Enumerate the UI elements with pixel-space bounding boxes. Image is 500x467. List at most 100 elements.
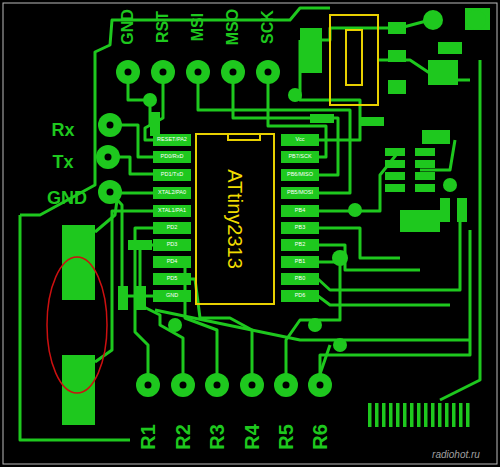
pcb-circle bbox=[186, 60, 210, 84]
pcb-polyline bbox=[95, 8, 330, 110]
pin-name: PD2 bbox=[167, 225, 178, 231]
part-name: R6 bbox=[310, 424, 330, 450]
pcb-circle bbox=[151, 60, 175, 84]
pin-name: PD3 bbox=[167, 242, 178, 248]
pcb-circle bbox=[256, 60, 280, 84]
pcb-rect bbox=[415, 160, 435, 168]
pcb-rect bbox=[385, 148, 405, 156]
pcb-circle bbox=[105, 154, 112, 161]
pcb-rect bbox=[128, 240, 152, 250]
pcb-rect bbox=[385, 160, 405, 168]
pcb-rect bbox=[153, 256, 191, 268]
pcb-circle bbox=[308, 373, 332, 397]
pin-name: Vcc bbox=[295, 137, 304, 143]
through-holes bbox=[96, 60, 332, 397]
chip-name: ATtiny2313 bbox=[225, 169, 245, 269]
pin-name: RESET/PA2 bbox=[157, 137, 187, 143]
pcb-circle bbox=[249, 382, 256, 389]
pcb-rect bbox=[330, 15, 378, 105]
pin-name: PB2 bbox=[295, 242, 305, 248]
pcb-circle bbox=[205, 373, 229, 397]
part-name: R3 bbox=[207, 424, 227, 450]
pcb-rect bbox=[422, 130, 450, 144]
pcb-circle bbox=[308, 318, 322, 332]
pcb-circle bbox=[107, 189, 114, 196]
pcb-rect bbox=[438, 42, 462, 54]
pcb-polyline bbox=[318, 150, 400, 211]
pcb-circle bbox=[333, 338, 347, 352]
pcb-rect bbox=[440, 198, 450, 222]
pcb-circle bbox=[107, 122, 114, 129]
pcb-rect bbox=[385, 172, 405, 180]
pcb-rect bbox=[388, 50, 406, 62]
pcb-rect bbox=[281, 256, 319, 268]
pcb-circle bbox=[160, 69, 167, 76]
pin-name: XTAL1/PA1 bbox=[158, 208, 186, 214]
pcb-rect bbox=[153, 290, 191, 302]
pin-name: PD6 bbox=[295, 293, 306, 299]
part-name: R4 bbox=[242, 424, 262, 450]
pcb-polyline bbox=[190, 279, 252, 374]
pin-name: PD0/RxD bbox=[161, 154, 184, 160]
pin-name: PD4 bbox=[167, 259, 178, 265]
pcb-polyline bbox=[320, 230, 470, 374]
pin-name: GND bbox=[166, 293, 178, 299]
chip-outline: ATtiny2313 bbox=[195, 133, 275, 305]
pcb-circle bbox=[96, 145, 120, 169]
pcb-rect bbox=[360, 117, 384, 126]
pcb-polyline bbox=[318, 296, 450, 305]
pcb-circle bbox=[195, 69, 202, 76]
pcb-circle bbox=[145, 382, 152, 389]
pcb-circle bbox=[466, 10, 486, 30]
pcb-rect bbox=[281, 169, 319, 181]
pcb-rect bbox=[281, 187, 319, 199]
pcb-rect bbox=[428, 60, 458, 85]
pcb-rect bbox=[153, 187, 191, 199]
pcb-rect bbox=[415, 184, 435, 192]
pcb-rect bbox=[153, 222, 191, 234]
pcb-circle bbox=[125, 69, 132, 76]
pcb-polyline bbox=[320, 345, 330, 374]
pcb-polyline bbox=[318, 210, 460, 290]
pcb-rect bbox=[281, 239, 319, 251]
pcb-rect bbox=[118, 286, 128, 310]
pcb-rect bbox=[281, 222, 319, 234]
pin-name: PD1/TxD bbox=[161, 172, 183, 178]
pcb-polyline bbox=[95, 211, 154, 362]
pcb-rect bbox=[281, 134, 319, 146]
connector-label: MSO bbox=[225, 9, 241, 45]
silkscreen bbox=[228, 15, 378, 140]
pcb-rect bbox=[465, 8, 490, 30]
part-name: R5 bbox=[276, 424, 296, 450]
board-edge bbox=[3, 3, 497, 464]
pcb-polyline bbox=[155, 310, 470, 340]
pcb-polyline bbox=[233, 72, 338, 175]
pcb-rect bbox=[153, 134, 191, 146]
pin-name: XTAL2/PA0 bbox=[158, 190, 186, 196]
chip-pads bbox=[153, 134, 319, 302]
pcb-rect bbox=[153, 169, 191, 181]
pcb-rect bbox=[281, 151, 319, 163]
pcb-circle bbox=[98, 180, 122, 204]
pcb-polyline bbox=[318, 228, 400, 258]
pcb-circle bbox=[283, 382, 290, 389]
pcb-rect bbox=[281, 290, 319, 302]
pcb-circle bbox=[214, 382, 221, 389]
pcb-circle bbox=[265, 69, 272, 76]
pcb-rect bbox=[153, 273, 191, 285]
pcb-circle bbox=[288, 88, 302, 102]
pin-name: PB4 bbox=[295, 208, 305, 214]
pcb-rect bbox=[415, 172, 435, 180]
pcb-circle bbox=[143, 93, 157, 107]
pin-name: PB7/SCK bbox=[288, 154, 311, 160]
pcb-circle bbox=[171, 373, 195, 397]
pcb-rect bbox=[457, 198, 467, 222]
pcb-rect bbox=[368, 403, 470, 427]
connector-label: RST bbox=[155, 11, 171, 43]
pcb-rect bbox=[150, 112, 160, 136]
pcb-circle bbox=[274, 373, 298, 397]
pcb-rect bbox=[388, 22, 406, 34]
pcb-circle bbox=[317, 382, 324, 389]
